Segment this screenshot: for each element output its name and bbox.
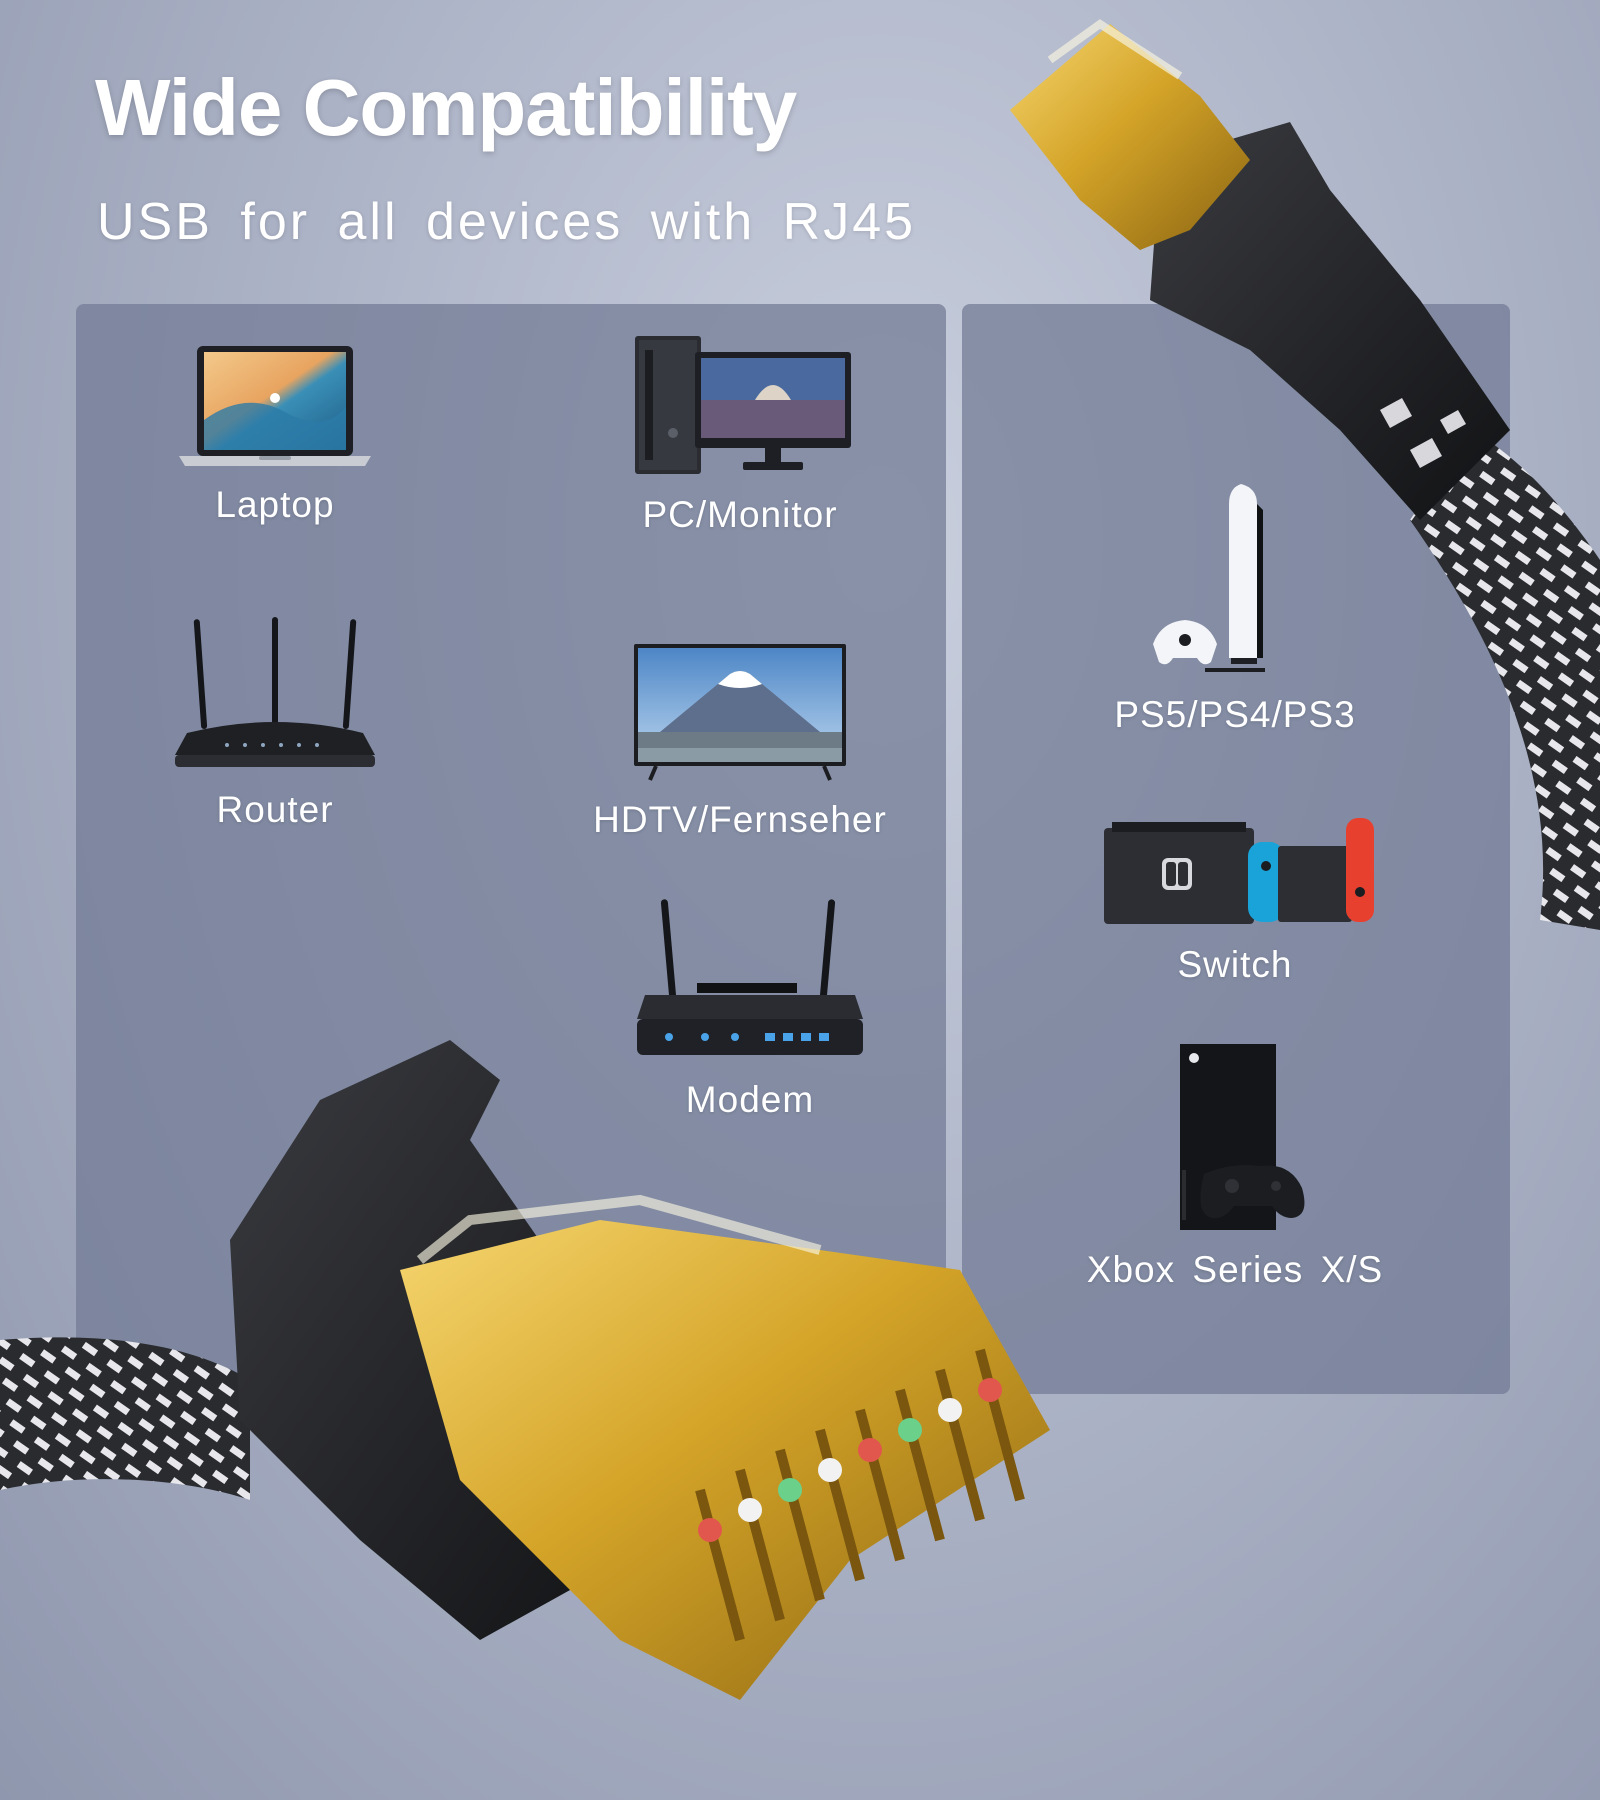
- router-icon: [175, 617, 375, 767]
- device-label: Laptop: [215, 484, 335, 525]
- device-label: Xbox Series X/S: [1086, 1249, 1384, 1290]
- device-label: Router: [216, 789, 334, 830]
- device-playstation: PS5/PS4/PS3: [1065, 480, 1405, 736]
- device-label: Modem: [685, 1079, 815, 1120]
- device-xbox: Xbox Series X/S: [1065, 1040, 1405, 1291]
- xbox-icon: [1180, 1044, 1305, 1230]
- nintendo-switch-icon: [1104, 818, 1374, 924]
- device-label: PS5/PS4/PS3: [1114, 694, 1356, 735]
- device-label: Switch: [1177, 944, 1293, 985]
- device-label: PC/Monitor: [642, 494, 838, 535]
- laptop-icon: [179, 346, 371, 466]
- playstation-icon: [1153, 484, 1265, 672]
- device-label: HDTV/Fernseher: [593, 799, 887, 840]
- device-laptop: Laptop: [105, 340, 445, 526]
- page-subtitle: USB for all devices with RJ45: [97, 193, 917, 251]
- device-hdtv: HDTV/Fernseher: [570, 640, 910, 841]
- device-router: Router: [105, 615, 445, 831]
- page-title: Wide Compatibility: [95, 63, 797, 152]
- device-switch: Switch: [1065, 810, 1405, 986]
- tv-icon: [634, 644, 846, 781]
- pc-monitor-icon: [635, 336, 851, 474]
- device-pc-monitor: PC/Monitor: [570, 330, 910, 536]
- device-modem: Modem: [580, 895, 920, 1121]
- modem-icon: [637, 899, 863, 1055]
